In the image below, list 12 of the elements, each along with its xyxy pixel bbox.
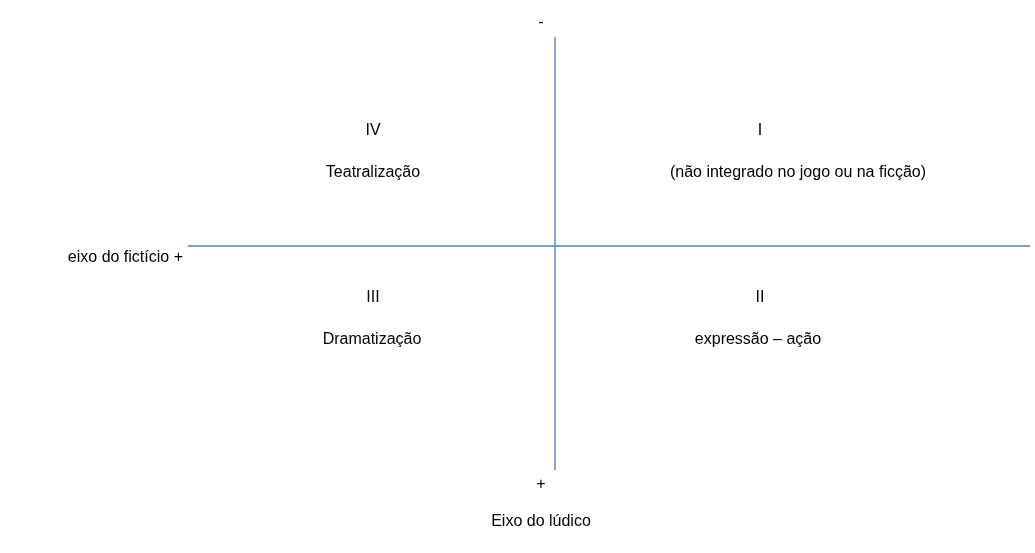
- quadrant-number: II: [755, 287, 765, 307]
- quadrant-number: III: [366, 287, 380, 307]
- quadrant-label: Teatralização: [325, 162, 421, 182]
- axis-label: eixo do fictício +: [67, 247, 183, 267]
- axis-sign: +: [536, 474, 546, 494]
- quadrant-number: I: [757, 120, 763, 140]
- quadrant-label: (não integrado no jogo ou na ficção): [669, 162, 927, 182]
- axis-label: Eixo do lúdico: [491, 511, 591, 531]
- quadrant-number: IV: [365, 120, 381, 140]
- quadrant-label: expressão – ação: [694, 329, 822, 349]
- axis-sign: -: [538, 12, 544, 32]
- quadrant-label: Dramatização: [322, 329, 422, 349]
